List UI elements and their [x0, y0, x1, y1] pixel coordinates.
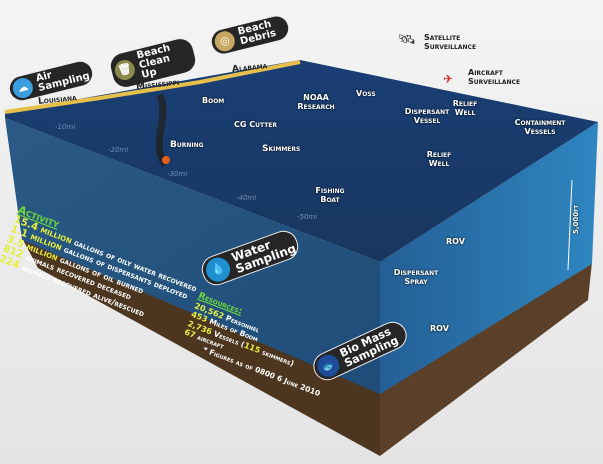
distance-marker: -10mi — [55, 123, 76, 131]
label-relief-well-1: Relief Well — [452, 99, 478, 117]
label-satellite-surveillance: Satellite Surveillance — [424, 33, 477, 51]
label-dispersant-vessel: Dispersant Vessel — [404, 107, 450, 125]
label-noaa-research: NOAA Research — [297, 93, 335, 111]
aircraft-icon: ✈ — [443, 72, 454, 86]
label-depth-5000ft: 5,000ft — [571, 205, 580, 234]
label-relief-well-2: Relief Well — [426, 150, 452, 168]
shoreline — [4, 60, 301, 114]
trash-can-icon: 🗑 — [112, 57, 137, 83]
sediment-left — [22, 238, 380, 456]
label-boom: Boom — [202, 96, 225, 105]
label-rov-2: ROV — [430, 324, 449, 333]
label-dispersant-spray: Dispersant Spray — [393, 268, 439, 286]
satellite-icon: 🛰 — [398, 32, 416, 48]
label-fishing-boat: Fishing Boat — [315, 186, 345, 204]
water-drop-icon: 💧 — [202, 254, 234, 286]
water-right-face — [380, 122, 598, 394]
water-left-face — [5, 118, 380, 394]
debris-icon: ◎ — [212, 29, 237, 54]
distance-marker: -20mi — [108, 146, 129, 154]
depth-line — [567, 179, 573, 271]
label-voss: Voss — [356, 89, 376, 98]
label-cg-cutter: CG Cutter — [234, 120, 278, 129]
distance-marker: -40mi — [236, 194, 257, 202]
distance-marker: -30mi — [167, 170, 188, 178]
sea-surface — [5, 60, 598, 262]
sediment-right — [380, 262, 592, 456]
label-containment-vessels: Containment Vessels — [514, 118, 566, 136]
label-aircraft-surveillance: Aircraft Surveillance — [468, 68, 521, 86]
fire — [162, 156, 170, 164]
smoke-plume — [155, 93, 169, 167]
air-icon: ☁ — [10, 75, 35, 101]
fish-icon: 🐟 — [313, 351, 343, 381]
distance-marker: -50mi — [297, 213, 318, 221]
label-burning: Burning — [170, 140, 204, 150]
label-skimmers: Skimmers — [262, 144, 301, 154]
label-rov-1: ROV — [446, 237, 465, 246]
